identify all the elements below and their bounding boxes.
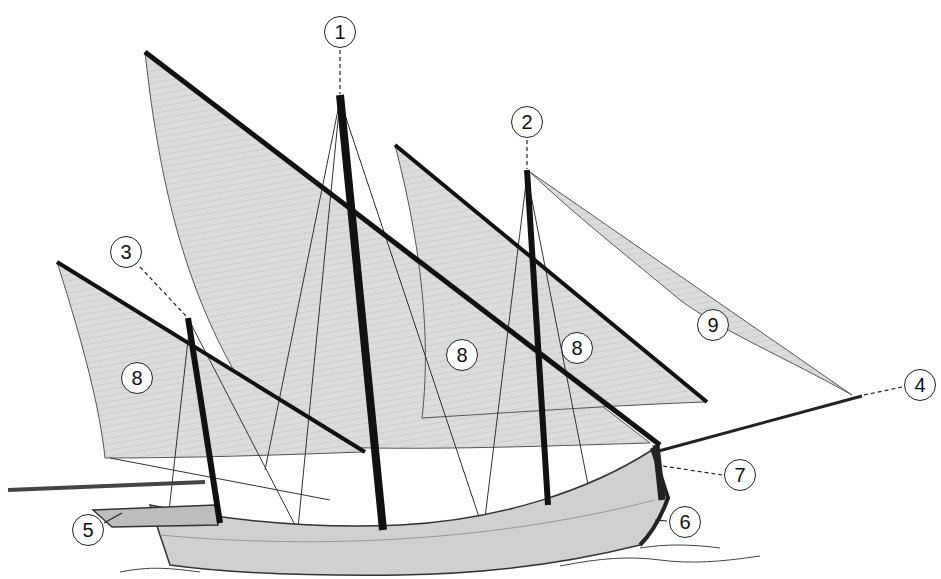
fore-mast: [527, 170, 548, 505]
leader-lines-solid: [104, 513, 667, 523]
forecastle: [656, 445, 662, 500]
callout-circle: 7: [724, 459, 756, 491]
callout-number: 6: [679, 512, 690, 532]
callout-number: 2: [521, 112, 532, 132]
callout-number: 9: [707, 315, 718, 335]
main-mast: [340, 95, 383, 530]
hull-plank: [160, 500, 655, 542]
callout-circle: 1: [324, 16, 356, 48]
mizzen-yard: [57, 262, 365, 452]
callout-number: 3: [120, 242, 131, 262]
callout-circle: 6: [669, 506, 701, 538]
callout-circle: 4: [904, 369, 936, 401]
stern-castle: [93, 505, 218, 527]
callout-number: 8: [456, 345, 467, 365]
callout-number: 1: [334, 22, 345, 42]
water: [120, 545, 760, 572]
callout-circle: 5: [72, 514, 104, 546]
callout-circle: 8: [446, 339, 478, 371]
mizzen-mast: [188, 318, 220, 523]
callout-number: 4: [914, 375, 925, 395]
hull: [150, 450, 668, 575]
fore-yard: [395, 145, 707, 402]
callout-number: 8: [571, 338, 582, 358]
callout-circle: 9: [697, 309, 729, 341]
rigging: [110, 100, 592, 528]
leader-lines: [140, 50, 902, 475]
callout-circle: 8: [561, 332, 593, 364]
bowsprit: [655, 396, 862, 452]
callout-number: 8: [131, 368, 142, 388]
main-yard: [145, 52, 660, 445]
jib-sail: [530, 172, 852, 395]
callout-number: 5: [82, 520, 93, 540]
callout-number: 7: [734, 465, 745, 485]
callout-circle: 3: [110, 236, 142, 268]
callout-circle: 8: [121, 362, 153, 394]
callout-circle: 2: [511, 106, 543, 138]
stern-boom: [8, 482, 205, 490]
